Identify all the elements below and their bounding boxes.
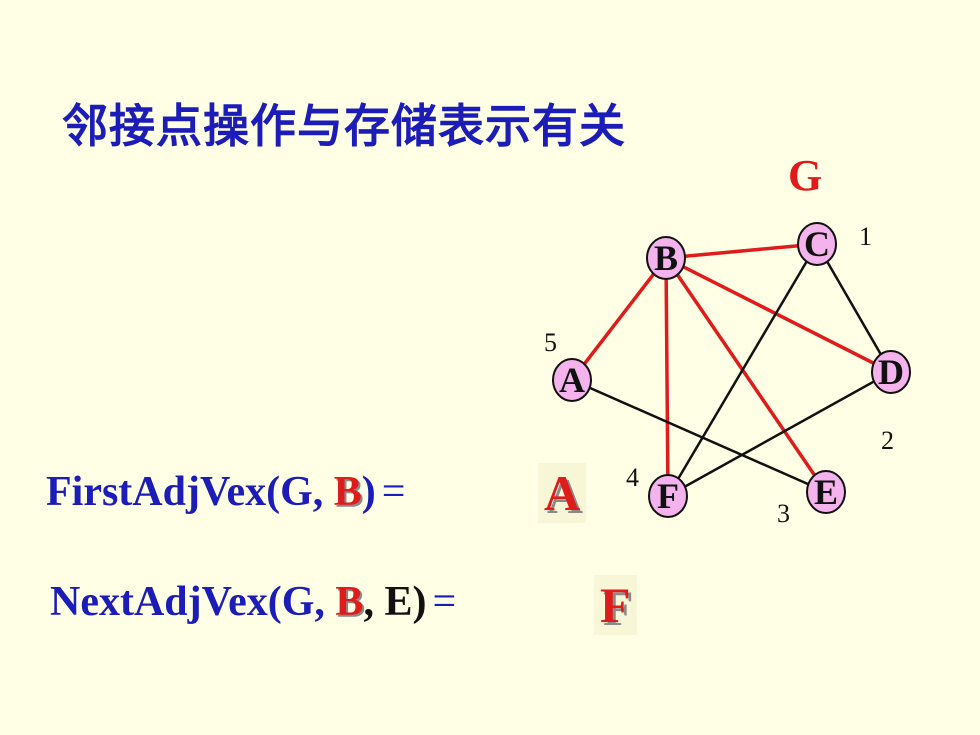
node-F-number: 4	[626, 463, 639, 492]
node-C-number: 1	[859, 222, 872, 251]
graph-name: G	[788, 151, 823, 200]
edge-C-F	[666, 243, 819, 497]
first-adj-vex-expression: FirstAdjVex(G, B)=	[46, 468, 411, 516]
edge-B-E	[664, 257, 828, 493]
node-D-circle	[871, 350, 911, 394]
node-A-label: A	[559, 360, 585, 400]
edge-B-F	[664, 257, 670, 497]
node-A-number: 5	[544, 328, 557, 357]
node-E-number: 3	[777, 499, 790, 528]
first-adj-vex-arg: B	[333, 469, 362, 515]
node-F-label: F	[657, 476, 679, 516]
edge-C-D	[815, 243, 893, 373]
next-adj-vex-sep: , E)	[363, 579, 427, 625]
first-adj-vex-answer: A	[538, 463, 587, 523]
next-adj-vex-prefix: NextAdjVex(G,	[50, 579, 336, 625]
node-E-circle	[806, 470, 846, 514]
node-A-circle	[552, 358, 592, 402]
next-adj-vex-arg: B	[335, 579, 364, 625]
edge-B-D	[665, 256, 892, 374]
next-adj-vex-equals: =	[432, 579, 457, 625]
first-adj-vex-suffix: )	[361, 469, 376, 515]
edge-A-E	[571, 378, 827, 494]
node-F: F4	[626, 463, 688, 518]
node-B: B	[646, 236, 686, 280]
node-C-circle	[797, 222, 837, 266]
node-E: E3	[777, 470, 846, 528]
next-adj-vex-answer: F	[594, 575, 637, 635]
first-adj-vex-prefix: FirstAdjVex(G,	[46, 469, 334, 515]
node-B-label: B	[654, 238, 678, 278]
next-adj-vex-expression: NextAdjVex(G, B, E)=	[50, 578, 462, 626]
page-title: 邻接点操作与存储表示有关	[62, 99, 626, 153]
node-E-label: E	[814, 472, 838, 512]
node-B-circle	[646, 236, 686, 280]
node-D-label: D	[878, 352, 904, 392]
node-D: D2	[871, 350, 911, 455]
edge-B-C	[665, 242, 818, 260]
node-A: A5	[544, 328, 592, 402]
node-F-circle	[648, 474, 688, 518]
node-D-number: 2	[881, 426, 894, 455]
first-adj-vex-equals: =	[381, 469, 406, 515]
edge-D-F	[667, 370, 892, 498]
node-C-label: C	[804, 224, 830, 264]
edge-B-A	[570, 256, 668, 382]
